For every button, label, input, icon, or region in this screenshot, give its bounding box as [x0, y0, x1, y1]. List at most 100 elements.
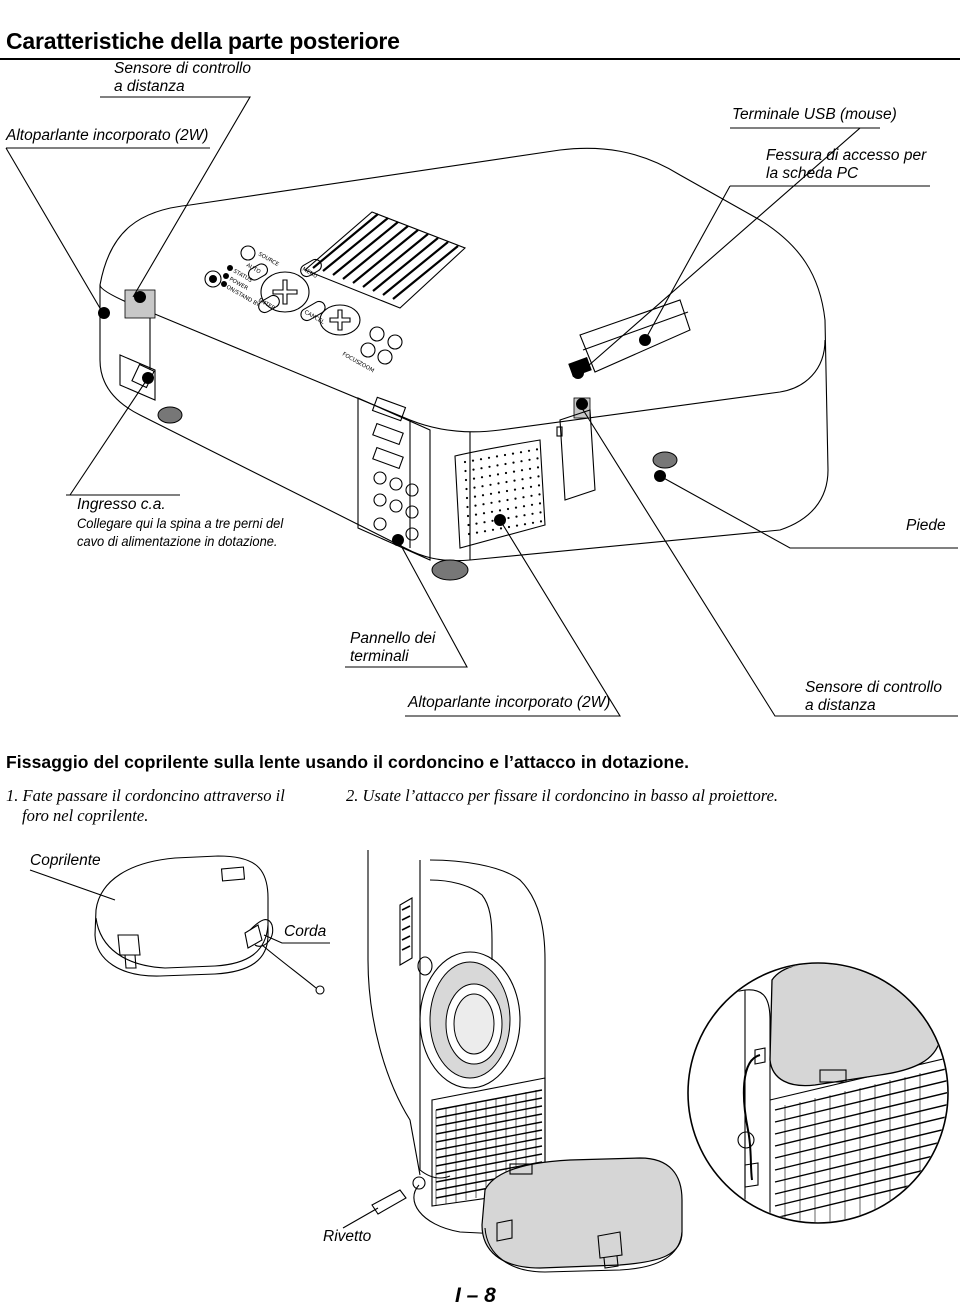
speaker-hole [483, 521, 486, 524]
terminal-panel-drawing [357, 396, 431, 561]
speaker-hole [466, 505, 469, 509]
speaker-hole [539, 520, 543, 523]
speaker-bottom-label: Altoparlante incorporato (2W) [408, 694, 611, 711]
speaker-hole [488, 474, 492, 477]
control-panel: SOURCE AUTO STATUS POWER ON/STAND BY MEN… [204, 245, 403, 375]
speaker-hole [473, 495, 477, 498]
speaker-hole [527, 449, 531, 452]
speaker-hole [515, 515, 518, 518]
speaker-hole [511, 452, 515, 455]
speaker-hole [498, 500, 501, 503]
menu-label: MENU [301, 267, 318, 280]
speaker-hole [498, 509, 502, 512]
speaker-hole [531, 521, 535, 524]
speaker-hole [513, 488, 517, 491]
speaker-hole [483, 530, 487, 533]
title-divider [0, 58, 960, 60]
section-heading: Fissaggio del coprilente sulla lente usa… [6, 752, 690, 772]
usb-label: Terminale USB (mouse) [732, 106, 897, 123]
source-label: SOURCE [257, 252, 280, 269]
speaker-hole [538, 502, 542, 505]
speaker-hole [490, 501, 493, 504]
speaker-hole [489, 483, 492, 486]
speaker-hole [480, 467, 483, 470]
speaker-hole [487, 456, 491, 459]
speaker-hole [507, 516, 510, 520]
speaker-hole [530, 503, 534, 506]
speaker-hole [491, 528, 495, 531]
speaker-hole [482, 503, 485, 506]
speaker-hole [514, 506, 518, 509]
speaker-hole [522, 505, 526, 508]
speaker-hole [521, 487, 525, 490]
speaker-hole [529, 476, 532, 479]
step-1: 1. Fate passare il cordoncino attraverso… [6, 786, 285, 825]
speaker-hole [537, 475, 540, 478]
speaker-hole [504, 462, 507, 466]
speaker-hole [463, 460, 467, 464]
speaker-hole [491, 519, 494, 522]
projector-side-figure [342, 850, 683, 1273]
speaker-hole [538, 493, 541, 496]
speaker-hole [497, 482, 500, 485]
speaker-hole [464, 478, 468, 482]
speaker-hole [499, 527, 503, 530]
speaker-hole [530, 494, 533, 497]
speaker-hole [505, 480, 508, 484]
speaker-hole [474, 513, 478, 516]
ac-input-callout: Ingresso c.a. Collegare qui la spina a t… [77, 496, 301, 550]
speaker-hole [489, 492, 493, 495]
speaker-hole [512, 461, 515, 464]
speaker-hole [523, 514, 526, 517]
speaker-hole [488, 465, 491, 468]
speaker-hole [496, 473, 500, 476]
speaker-hole [496, 464, 499, 467]
speaker-hole [513, 479, 516, 482]
speaker-hole [520, 469, 524, 472]
ac-input-desc-2: cavo di alimentazione in dotazione. [77, 533, 278, 549]
page-number: I – 8 [455, 1284, 496, 1307]
speaker-hole [471, 459, 475, 462]
speaker-hole [520, 460, 523, 463]
speaker-hole [512, 470, 516, 473]
speaker-hole [528, 467, 532, 470]
speaker-hole [465, 487, 468, 491]
speaker-hole [481, 485, 484, 488]
speaker-hole [482, 512, 486, 515]
terminal-panel-label: Pannello dei terminali [350, 630, 436, 665]
foot-label: Piede [906, 517, 946, 534]
zoom-label: ZOOM [357, 361, 375, 375]
speaker-hole [515, 524, 519, 527]
speaker-hole [536, 466, 540, 469]
ac-input-desc-1: Collegare qui la spina a tre perni del [77, 515, 284, 531]
speaker-hole [473, 486, 476, 489]
speaker-hole [522, 496, 525, 499]
speaker-hole [480, 476, 484, 479]
speaker-hole [519, 451, 523, 454]
speaker-hole [504, 471, 508, 475]
speaker-hole [514, 497, 517, 500]
speaker-hole [503, 453, 507, 457]
page-title: Caratteristiche della parte posteriore [6, 28, 400, 54]
speaker-hole [497, 491, 501, 494]
speaker-hole [472, 468, 475, 471]
speaker-hole [495, 455, 499, 458]
projector-rear-illustration: SOURCE AUTO STATUS POWER ON/STAND BY MEN… [5, 96, 958, 717]
speaker-hole [466, 514, 470, 518]
lens-cap-label: Coprilente [30, 852, 101, 869]
speaker-hole [474, 504, 477, 507]
remote-sensor-top-label: Sensore di controllo a distanza [114, 60, 251, 95]
speaker-hole [539, 511, 542, 514]
speaker-hole [464, 469, 467, 473]
speaker-grille [454, 439, 546, 549]
speaker-hole [467, 523, 470, 527]
speaker-hole [531, 512, 534, 515]
speaker-hole [475, 531, 479, 534]
speaker-hole [537, 484, 541, 487]
speaker-hole [465, 496, 469, 500]
step-2: 2. Usate l’attacco per fissare il cordon… [346, 786, 779, 805]
speaker-hole [506, 498, 509, 502]
speaker-hole [505, 489, 509, 493]
speaker-hole [536, 457, 539, 460]
detail-zoom-figure [687, 962, 949, 1224]
